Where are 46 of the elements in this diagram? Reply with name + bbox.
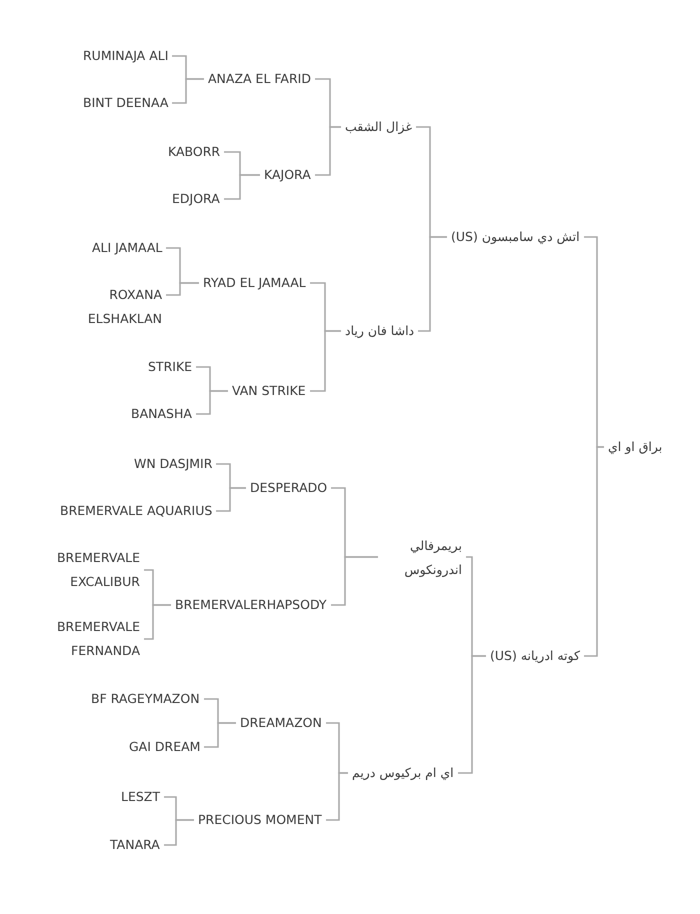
pedigree-line [164, 819, 194, 846]
pedigree-line [326, 772, 348, 821]
horse-name: BREMERVALERHAPSODY [171, 597, 331, 613]
pedigree-line [224, 174, 260, 200]
horse-name: غزال الشقب [341, 119, 416, 135]
horse-name: PRECIOUS MOMENT [194, 812, 326, 828]
pedigree-line [166, 282, 199, 296]
horse-name: ALI JAMAAL [88, 240, 166, 256]
pedigree-line [331, 556, 378, 606]
horse-name: BINT DEENAA [79, 95, 172, 111]
pedigree-line [458, 655, 486, 774]
horse-name: كوته ادريانه (US) [486, 648, 584, 664]
horse-name: داشا فان رياد [341, 323, 418, 339]
pedigree-line [216, 487, 246, 512]
horse-name: بريمرفالي اندرونكوس [378, 534, 466, 582]
horse-name: BF RAGEYMAZON [87, 691, 204, 707]
horse-name: LESZT [117, 789, 164, 805]
horse-name: TANARA [106, 837, 164, 853]
pedigree-line [315, 126, 341, 176]
pedigree-line [204, 722, 236, 748]
pedigree-line [172, 78, 204, 104]
horse-name: WN DASJMIR [130, 456, 216, 472]
horse-name: براق او اي [604, 439, 666, 455]
horse-name: RYAD EL JAMAAL [199, 275, 310, 291]
horse-name: BREMERVALE EXCALIBUR [36, 546, 144, 594]
horse-name: GAI DREAM [125, 739, 204, 755]
horse-name: اتش دي سامبسون (US) [447, 229, 584, 245]
pedigree-line [144, 604, 171, 640]
horse-name: STRIKE [144, 359, 196, 375]
horse-name: RUMINAJA ALI [79, 48, 172, 64]
horse-name: BREMERVALE AQUARIUS [56, 503, 216, 519]
horse-name: DREAMAZON [236, 715, 326, 731]
horse-name: اي ام بركيوس دريم [348, 765, 458, 781]
horse-name: ROXANA ELSHAKLAN [68, 283, 166, 331]
pedigree-line [418, 236, 447, 332]
horse-name: ANAZA EL FARID [204, 71, 315, 87]
horse-name: BREMERVALE FERNANDA [36, 615, 144, 663]
horse-name: KABORR [164, 144, 224, 160]
horse-name: BANASHA [127, 406, 196, 422]
horse-name: EDJORA [168, 191, 224, 207]
horse-name: KAJORA [260, 167, 315, 183]
horse-name: DESPERADO [246, 480, 332, 496]
pedigree-line [196, 390, 228, 415]
pedigree-line [584, 446, 604, 657]
horse-name: VAN STRIKE [228, 383, 310, 399]
pedigree-line [310, 330, 341, 392]
